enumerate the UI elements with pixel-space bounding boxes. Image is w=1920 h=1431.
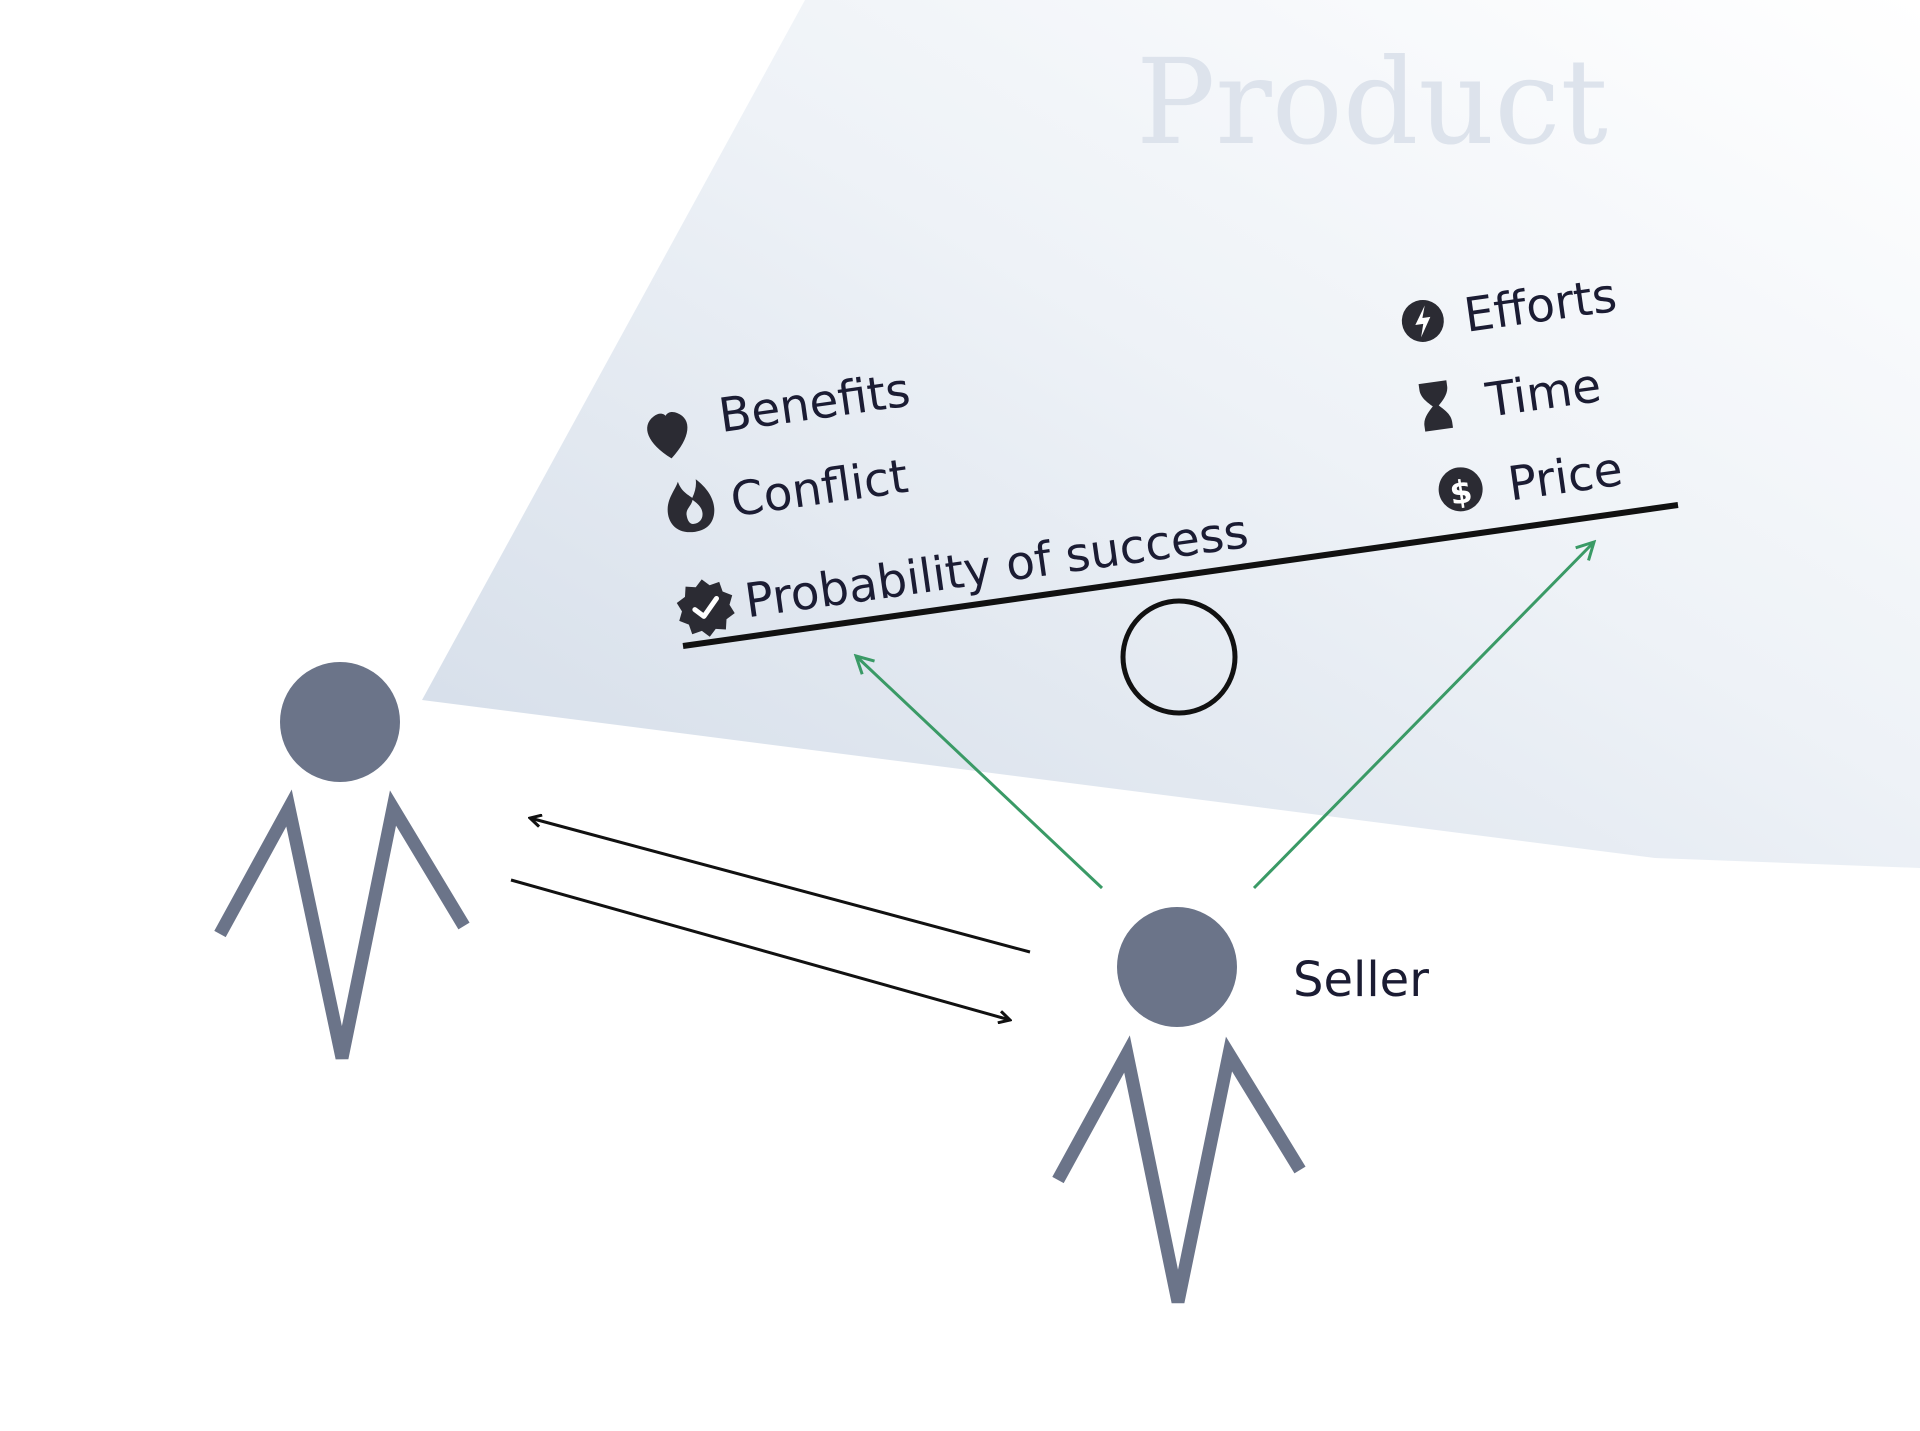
dollar-icon: $ [1438,467,1483,513]
verified-badge-icon [676,579,735,637]
heart-icon [647,411,688,459]
right-items-group: Efforts Time $ Price [1401,268,1626,513]
seesaw-plank [682,502,1679,649]
product-title: Product [1136,33,1608,171]
seller-person-icon [1052,907,1306,1304]
seller-label: Seller [1293,952,1429,1008]
hourglass-icon [1418,380,1453,432]
arrow-seller-to-buyer [530,818,1031,954]
buyer-person-icon [214,662,470,1060]
fire-icon [667,479,715,533]
product-beam [422,0,1920,868]
arrow-buyer-to-seller [510,878,1010,1020]
green-arrow-to-left-side [856,656,1104,890]
green-arrow-to-right-side [1252,542,1594,890]
seesaw-pivot [1120,598,1238,716]
svg-text:$: $ [1447,472,1474,513]
lightning-icon [1401,299,1444,342]
